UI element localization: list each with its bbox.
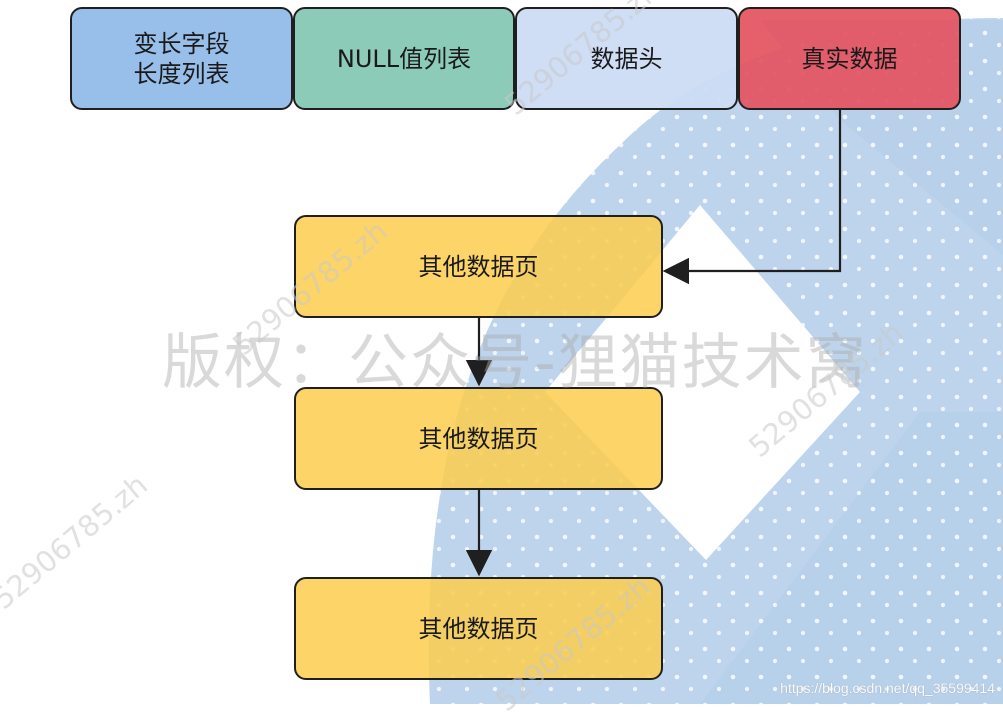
other-data-page-box-3: 其他数据页 xyxy=(294,577,663,680)
logo-dot-pattern xyxy=(428,18,1003,704)
variable-length-field-list-box: 变长字段 长度列表 xyxy=(70,7,293,110)
data-header-box: 数据头 xyxy=(515,7,738,110)
connector-real-data-to-page-1 xyxy=(662,110,842,285)
null-value-list-box: NULL值列表 xyxy=(293,7,515,110)
connectors xyxy=(465,110,842,577)
real-data-box: 真实数据 xyxy=(738,7,961,110)
other-data-page-box-1: 其他数据页 xyxy=(294,215,663,318)
other-data-page-box-2: 其他数据页 xyxy=(294,387,663,490)
